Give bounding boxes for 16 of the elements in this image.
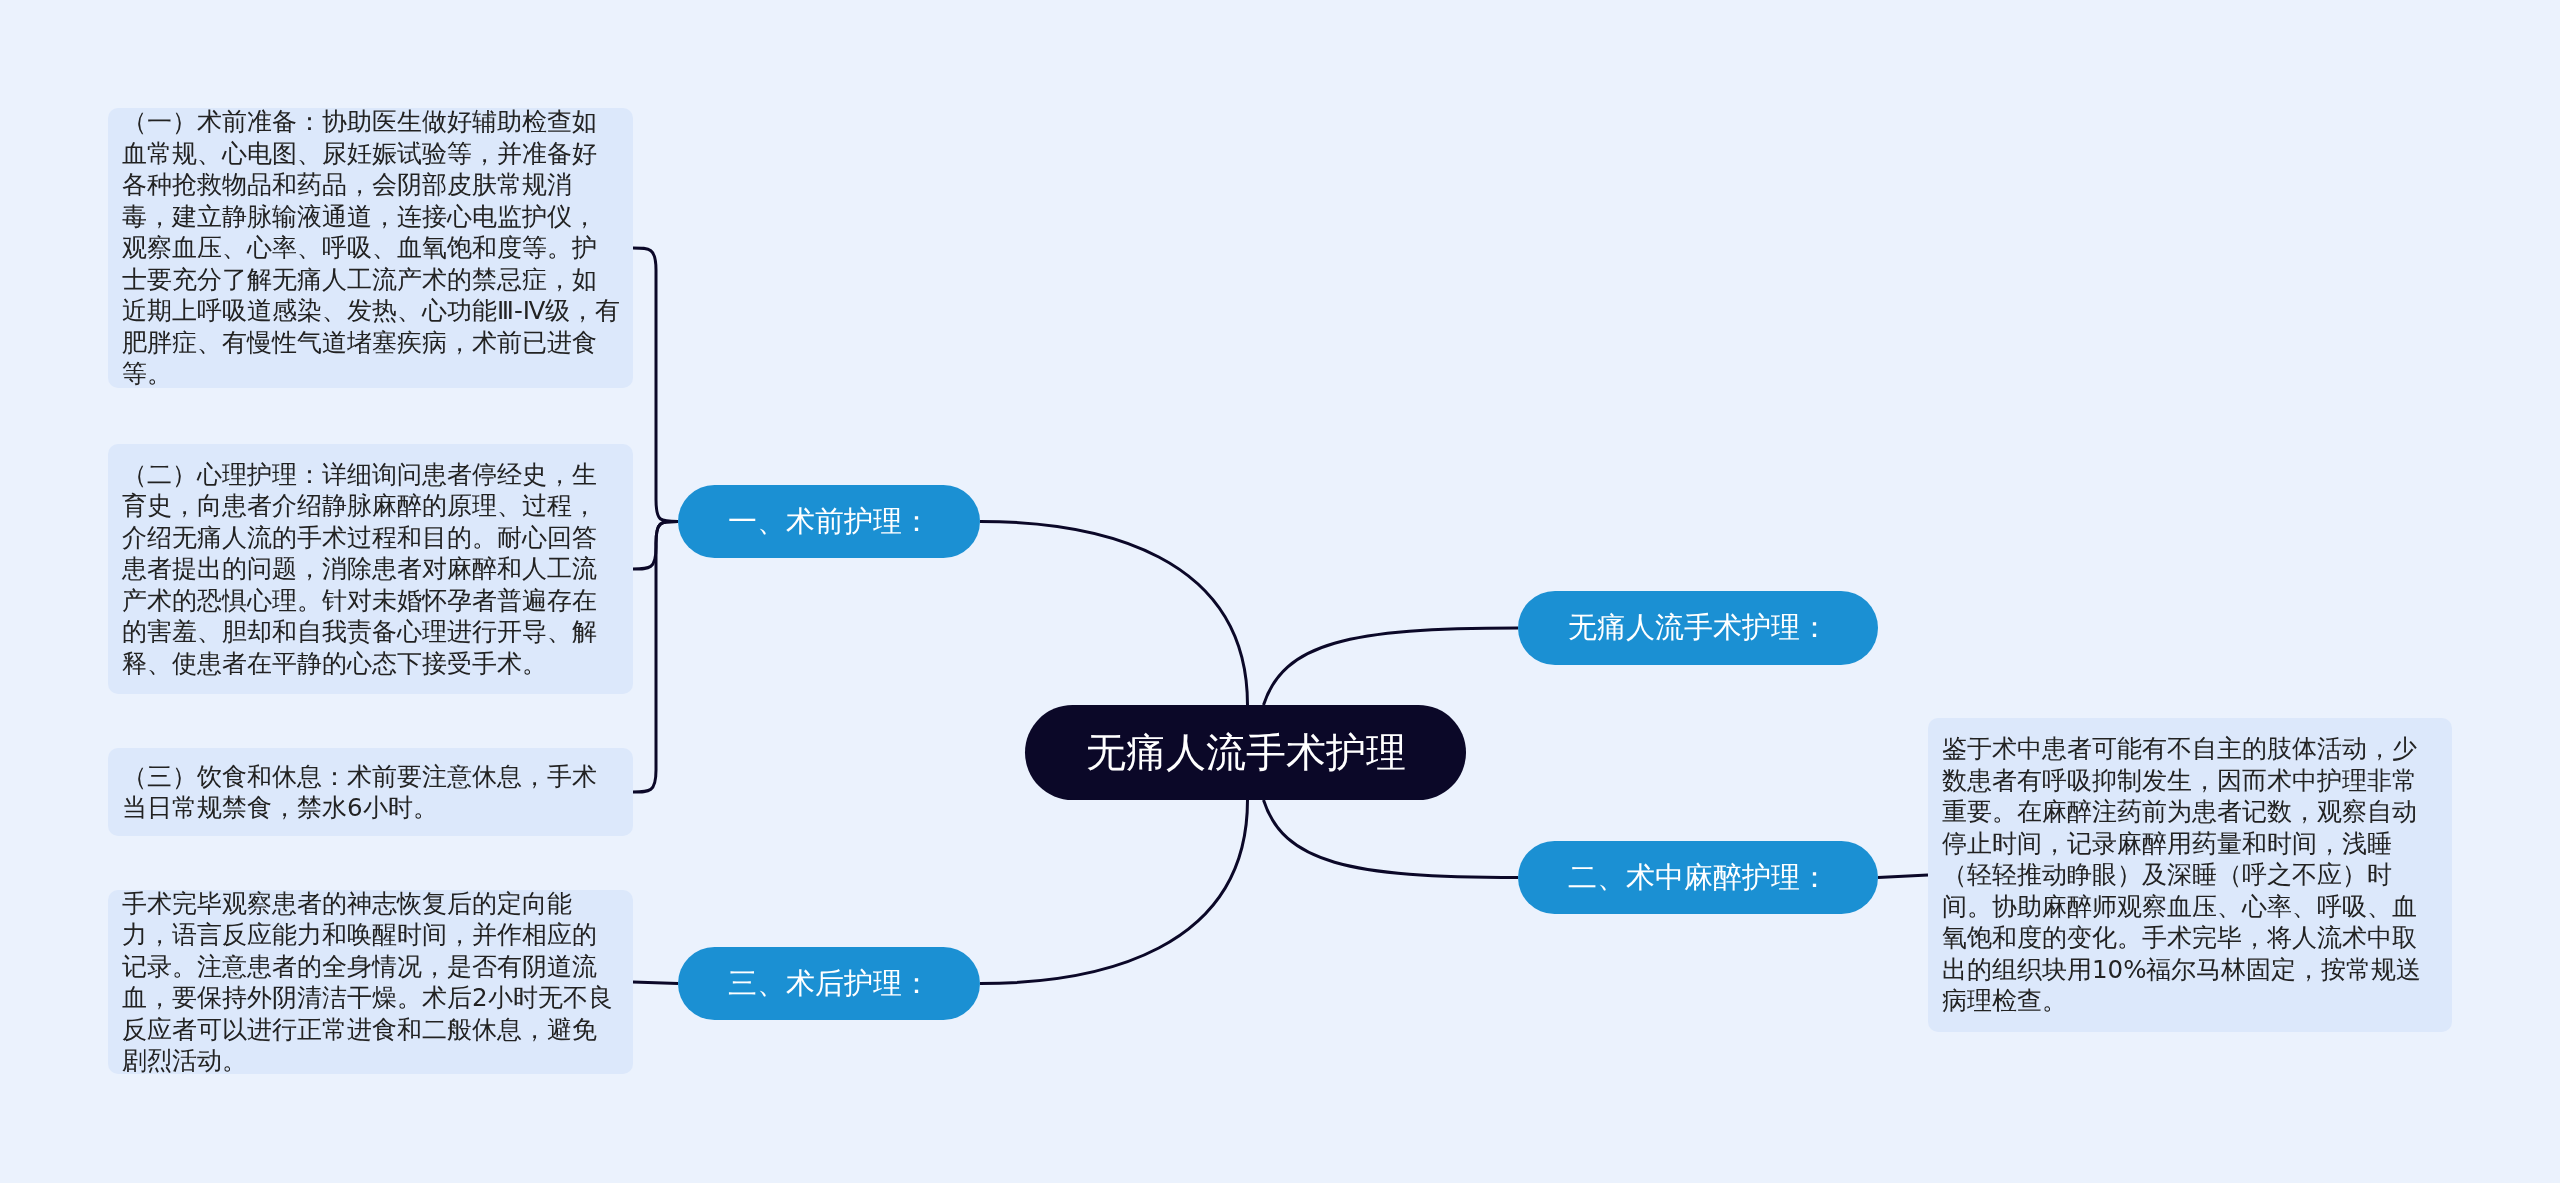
connector-line <box>1262 799 1518 879</box>
branch-topic: 二、术中麻醉护理： <box>1518 841 1878 914</box>
branch-topic: 一、术前护理： <box>678 485 980 558</box>
central-topic: 无痛人流手术护理 <box>1025 705 1466 800</box>
branch-topic: 三、术后护理： <box>678 947 980 1020</box>
connector-line <box>1262 626 1518 706</box>
branch-topic: 无痛人流手术护理： <box>1518 591 1878 665</box>
note-box: （三）饮食和休息：术前要注意休息，手术当日常规禁食，禁水6小时。 <box>108 748 633 836</box>
connector-line <box>979 520 1249 706</box>
note-box: （二）心理护理：详细询问患者停经史，生育史，向患者介绍静脉麻醉的原理、过程，介绍无痛人流的手术过程和目的。耐心回答患者提出的问题，消除患者对麻醉和人工流产术的恐惧心理。针对未婚怀孕者普遍存在的害羞、胆却和自我责备心理进行开导、解释、使患者在平静的心态下接受手术。 <box>108 444 633 694</box>
connector-line <box>632 980 679 985</box>
note-box: 手术完毕观察患者的神志恢复后的定向能力，语言反应能力和唤醒时间，并作相应的记录。注意患者的全身情况，是否有阴道流血，要保持外阴清洁干燥。术后2小时无不良反应者可以进行正常进食和二般休息，避免剧烈活动。 <box>108 890 633 1074</box>
connector-line <box>979 799 1249 985</box>
connector-line <box>1877 873 1929 879</box>
note-box: 鉴于术中患者可能有不自主的肢体活动，少数患者有呼吸抑制发生，因而术中护理非常重要。在麻醉注药前为患者记数，观察自动停止时间，记录麻醉用药量和时间，浅睡（轻轻推动睁眼）及深睡（呼之不应）时间。协助麻醉师观察血压、心率、呼吸、血氧饱和度的变化。手术完毕，将人流术中取出的组织块用10%福尔马林固定，按常规送病理检查。 <box>1928 718 2452 1032</box>
note-box: （一）术前准备：协助医生做好辅助检查如血常规、心电图、尿妊娠试验等，并准备好各种抢救物品和药品，会阴部皮肤常规消毒，建立静脉输液通道，连接心电监护仪，观察血压、心率、呼吸、血氧饱和度等。护士要充分了解无痛人工流产术的禁忌症，如近期上呼吸道感染、发热、心功能Ⅲ-Ⅳ级，有肥胖症、有慢性气道堵塞疾病，术前已进食等。 <box>108 108 633 388</box>
